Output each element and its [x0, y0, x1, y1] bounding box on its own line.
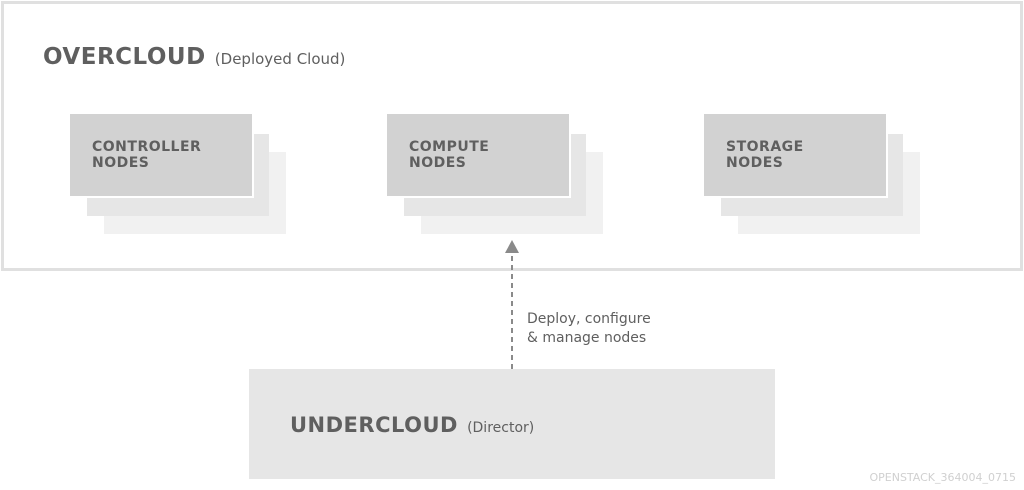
overcloud-title: OVERCLOUD (Deployed Cloud): [43, 44, 345, 70]
node-stack-layer-front: STORAGE NODES: [704, 114, 888, 198]
deploy-arrow-label: Deploy, configure & manage nodes: [527, 311, 651, 346]
undercloud-title: UNDERCLOUD (Director): [290, 413, 534, 437]
compute-nodes-label: COMPUTE NODES: [409, 139, 490, 171]
overcloud-title-main: OVERCLOUD: [43, 44, 206, 70]
controller-nodes-stack: CONTROLLER NODES: [70, 114, 286, 234]
image-id-watermark: OPENSTACK_364004_0715: [869, 471, 1016, 484]
node-stack-layer-front: COMPUTE NODES: [387, 114, 571, 198]
node-stack-layer-front: CONTROLLER NODES: [70, 114, 254, 198]
undercloud-container: UNDERCLOUD (Director): [249, 369, 775, 479]
arrow-up-icon: [505, 240, 519, 253]
undercloud-title-main: UNDERCLOUD: [290, 413, 458, 437]
storage-nodes-label: STORAGE NODES: [726, 139, 804, 171]
controller-nodes-label: CONTROLLER NODES: [92, 139, 202, 171]
overcloud-title-subtitle: (Deployed Cloud): [214, 50, 346, 68]
compute-nodes-stack: COMPUTE NODES: [387, 114, 603, 234]
storage-nodes-stack: STORAGE NODES: [704, 114, 920, 234]
undercloud-title-subtitle: (Director): [467, 420, 535, 436]
overcloud-container: OVERCLOUD (Deployed Cloud) CONTROLLER NO…: [1, 1, 1023, 271]
